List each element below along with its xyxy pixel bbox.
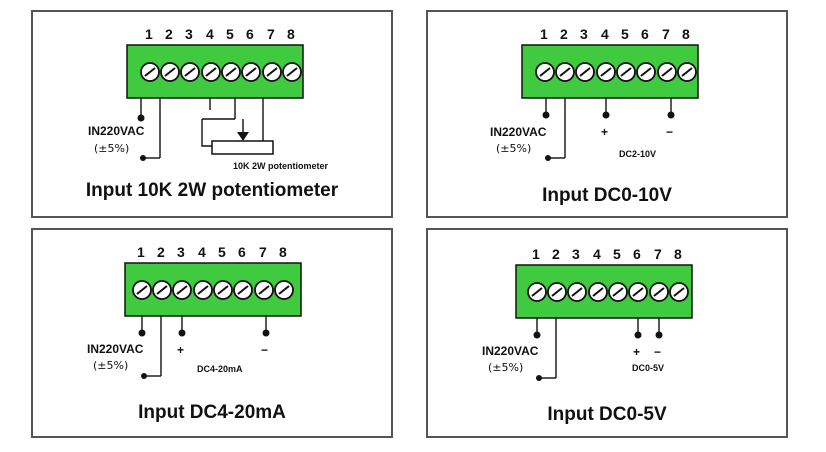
- terminal-number: 3: [572, 246, 580, 262]
- signal-plus-dot: [178, 329, 186, 337]
- terminal-number: 4: [593, 246, 601, 262]
- power-label: IN220VAC: [482, 344, 539, 358]
- panel-dc0-10v-input: 1 2 3 4 5 6 7 8 IN220VAC (±5: [426, 10, 788, 218]
- wiring-lines: [545, 98, 672, 159]
- power-terminal-dot: [140, 155, 146, 161]
- tolerance-label: (±5%): [488, 361, 523, 374]
- potentiometer-resistor: [211, 140, 274, 155]
- tolerance-label: (±5%): [94, 142, 129, 155]
- signal-label: DC2-10V: [619, 149, 656, 159]
- panel-title: Input DC4-20mA: [138, 402, 286, 423]
- component-label: 10K 2W potentiometer: [233, 161, 329, 171]
- potentiometer-wiper-arrow: [237, 132, 249, 141]
- wiring-lines: [536, 318, 660, 379]
- panel-title: Input DC0-5V: [547, 404, 667, 425]
- power-terminal-dot: [542, 111, 550, 119]
- terminal-number: 2: [552, 246, 560, 262]
- wiring-diagram-dc0-10v: 1 2 3 4 5 6 7 8 IN220VAC (±5: [490, 26, 699, 161]
- terminal-number: 5: [226, 26, 234, 42]
- terminal-number: 7: [259, 244, 267, 260]
- terminal-number: 3: [185, 26, 193, 42]
- signal-plus-dot: [602, 111, 610, 119]
- terminal-number: 4: [198, 244, 206, 260]
- power-terminal-dot: [545, 155, 551, 161]
- tolerance-label: (±5%): [93, 359, 128, 372]
- signal-label: DC4-20mA: [197, 364, 243, 374]
- wiring-lines: [141, 316, 267, 377]
- power-label: IN220VAC: [490, 125, 547, 139]
- plus-symbol: +: [177, 343, 184, 357]
- power-terminal-dot: [536, 375, 542, 381]
- power-label: IN220VAC: [88, 124, 145, 138]
- plus-symbol: +: [633, 345, 640, 359]
- wiring-diagram-dc0-5v: 1 2 3 4 5 6 7 8 IN220VAC (±5: [482, 246, 693, 381]
- power-terminal-dot: [138, 329, 146, 337]
- terminal-number: 5: [218, 244, 226, 260]
- terminal-number: 5: [613, 246, 621, 262]
- power-terminal-dot: [141, 373, 147, 379]
- plus-symbol: +: [601, 125, 608, 139]
- terminal-number: 2: [165, 26, 173, 42]
- screw-row: [535, 62, 697, 82]
- terminal-number: 8: [287, 26, 295, 42]
- wiring-diagram-dc4-20ma: 1 2 3 4 5 6 7 8 IN220VAC (±5: [87, 244, 302, 379]
- terminal-number: 1: [532, 246, 540, 262]
- terminal-number: 2: [560, 26, 568, 42]
- panel-dc0-5v-input: 1 2 3 4 5 6 7 8 IN220VAC (±5: [426, 228, 788, 438]
- signal-minus-dot: [655, 331, 663, 339]
- minus-symbol: −: [654, 345, 661, 359]
- terminal-number: 1: [137, 244, 145, 260]
- terminal-number: 6: [238, 244, 246, 260]
- terminal-number: 4: [206, 26, 214, 42]
- signal-minus-dot: [667, 111, 675, 119]
- terminal-number: 6: [246, 26, 254, 42]
- wiring-diagram-potentiometer: 1 2 3 4 5 6 7 8: [88, 26, 329, 171]
- screw-row: [527, 282, 689, 302]
- panel-potentiometer-input: 1 2 3 4 5 6 7 8: [31, 10, 393, 218]
- panel-title: Input 10K 2W potentiometer: [85, 180, 339, 201]
- terminal-number: 7: [654, 246, 662, 262]
- terminal-number: 6: [641, 26, 649, 42]
- terminal-number: 4: [601, 26, 609, 42]
- terminal-number: 8: [279, 244, 287, 260]
- signal-label: DC0-5V: [632, 363, 664, 373]
- tolerance-label: (±5%): [496, 142, 531, 155]
- terminal-number: 7: [267, 26, 275, 42]
- signal-plus-dot: [634, 331, 642, 339]
- terminal-number: 8: [674, 246, 682, 262]
- minus-symbol: −: [261, 343, 268, 357]
- terminal-number: 3: [580, 26, 588, 42]
- panel-title: Input DC0-10V: [542, 185, 672, 206]
- minus-symbol: −: [666, 125, 673, 139]
- terminal-number: 2: [157, 244, 165, 260]
- power-terminal-dot: [533, 331, 541, 339]
- terminal-number: 8: [682, 26, 690, 42]
- terminal-number: 3: [177, 244, 185, 260]
- terminal-number: 1: [145, 26, 153, 42]
- terminal-number: 5: [621, 26, 629, 42]
- screw-row: [140, 62, 302, 82]
- terminal-number: 6: [633, 246, 641, 262]
- power-label: IN220VAC: [87, 342, 144, 356]
- power-terminal-dot: [137, 114, 145, 122]
- signal-minus-dot: [262, 329, 270, 337]
- screw-row: [132, 280, 294, 300]
- terminal-number: 7: [662, 26, 670, 42]
- terminal-number: 1: [540, 26, 548, 42]
- panel-dc4-20ma-input: 1 2 3 4 5 6 7 8 IN220VAC (±5: [31, 228, 393, 438]
